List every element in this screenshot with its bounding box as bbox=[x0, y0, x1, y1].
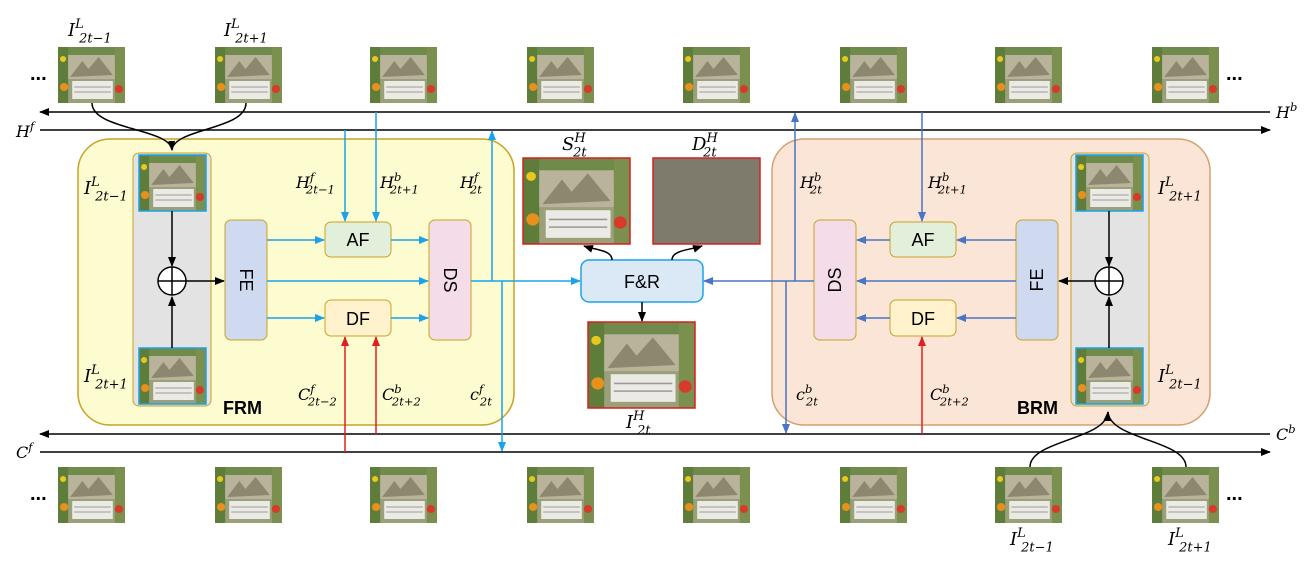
frame-thumbnail bbox=[840, 47, 907, 103]
ellipsis-top-right: ... bbox=[1226, 63, 1243, 85]
frm-fe-label: FE bbox=[236, 268, 256, 291]
frame-thumbnail bbox=[370, 467, 437, 523]
frame-thumbnail bbox=[1152, 467, 1219, 523]
frm-ds-label: DS bbox=[440, 267, 460, 292]
brm-fe-label: FE bbox=[1027, 268, 1047, 291]
frm-input-curve-right bbox=[171, 102, 247, 151]
brm-sum-icon bbox=[1094, 266, 1124, 296]
frame-thumbnail bbox=[215, 47, 282, 103]
frame-thumbnail bbox=[995, 47, 1062, 103]
frm-af-label: AF bbox=[346, 230, 369, 250]
cb-label: Cb bbox=[1276, 422, 1296, 444]
brm-af-label: AF bbox=[911, 230, 934, 250]
brm-module-label: BRM bbox=[1017, 398, 1058, 418]
brm-input-curve-right bbox=[1107, 411, 1187, 468]
frame-thumbnail bbox=[370, 47, 437, 103]
d-map-image bbox=[652, 157, 761, 245]
frm-ds-block bbox=[428, 219, 472, 341]
frame-thumbnail bbox=[58, 467, 125, 523]
brm-ds-label: DS bbox=[825, 267, 845, 292]
frm-input-frame-top bbox=[139, 155, 206, 211]
frm-input-curve-left bbox=[91, 102, 176, 151]
frame-thumbnail bbox=[58, 47, 125, 103]
frm-fe-block bbox=[224, 219, 268, 341]
frm-input-frame-bottom bbox=[139, 348, 206, 404]
ellipsis-top-left: ... bbox=[30, 63, 47, 85]
brm-input-frame-top bbox=[1076, 155, 1143, 211]
brm-df-label: DF bbox=[911, 309, 935, 329]
ellipsis-bottom-left: ... bbox=[30, 483, 47, 505]
hf-label: Hf bbox=[15, 119, 36, 141]
frame-thumbnail bbox=[995, 467, 1062, 523]
fr-label: F&R bbox=[624, 272, 660, 292]
frame-thumbnail bbox=[1152, 47, 1219, 103]
stream-lines: Hf Hb Cf Cb bbox=[15, 100, 1297, 462]
frame-thumbnail bbox=[527, 467, 594, 523]
frm-module-label: FRM bbox=[223, 398, 262, 418]
frame-thumbnail bbox=[215, 467, 282, 523]
brm-fe-block bbox=[1015, 219, 1059, 341]
frame-thumbnail bbox=[527, 47, 594, 103]
s-map-image bbox=[523, 158, 630, 244]
frame-thumbnail bbox=[840, 467, 907, 523]
brm-input-curve-left bbox=[1029, 411, 1112, 468]
ellipsis-bottom-right: ... bbox=[1226, 483, 1243, 505]
frame-thumbnail bbox=[683, 467, 750, 523]
brm-input-frame-bottom bbox=[1076, 348, 1143, 404]
hb-label: Hb bbox=[1275, 100, 1297, 122]
frame-thumbnail bbox=[683, 47, 750, 103]
cf-label: Cf bbox=[16, 440, 34, 462]
output-image bbox=[588, 322, 695, 408]
frm-sum-icon bbox=[157, 266, 187, 296]
frm-df-label: DF bbox=[346, 309, 370, 329]
